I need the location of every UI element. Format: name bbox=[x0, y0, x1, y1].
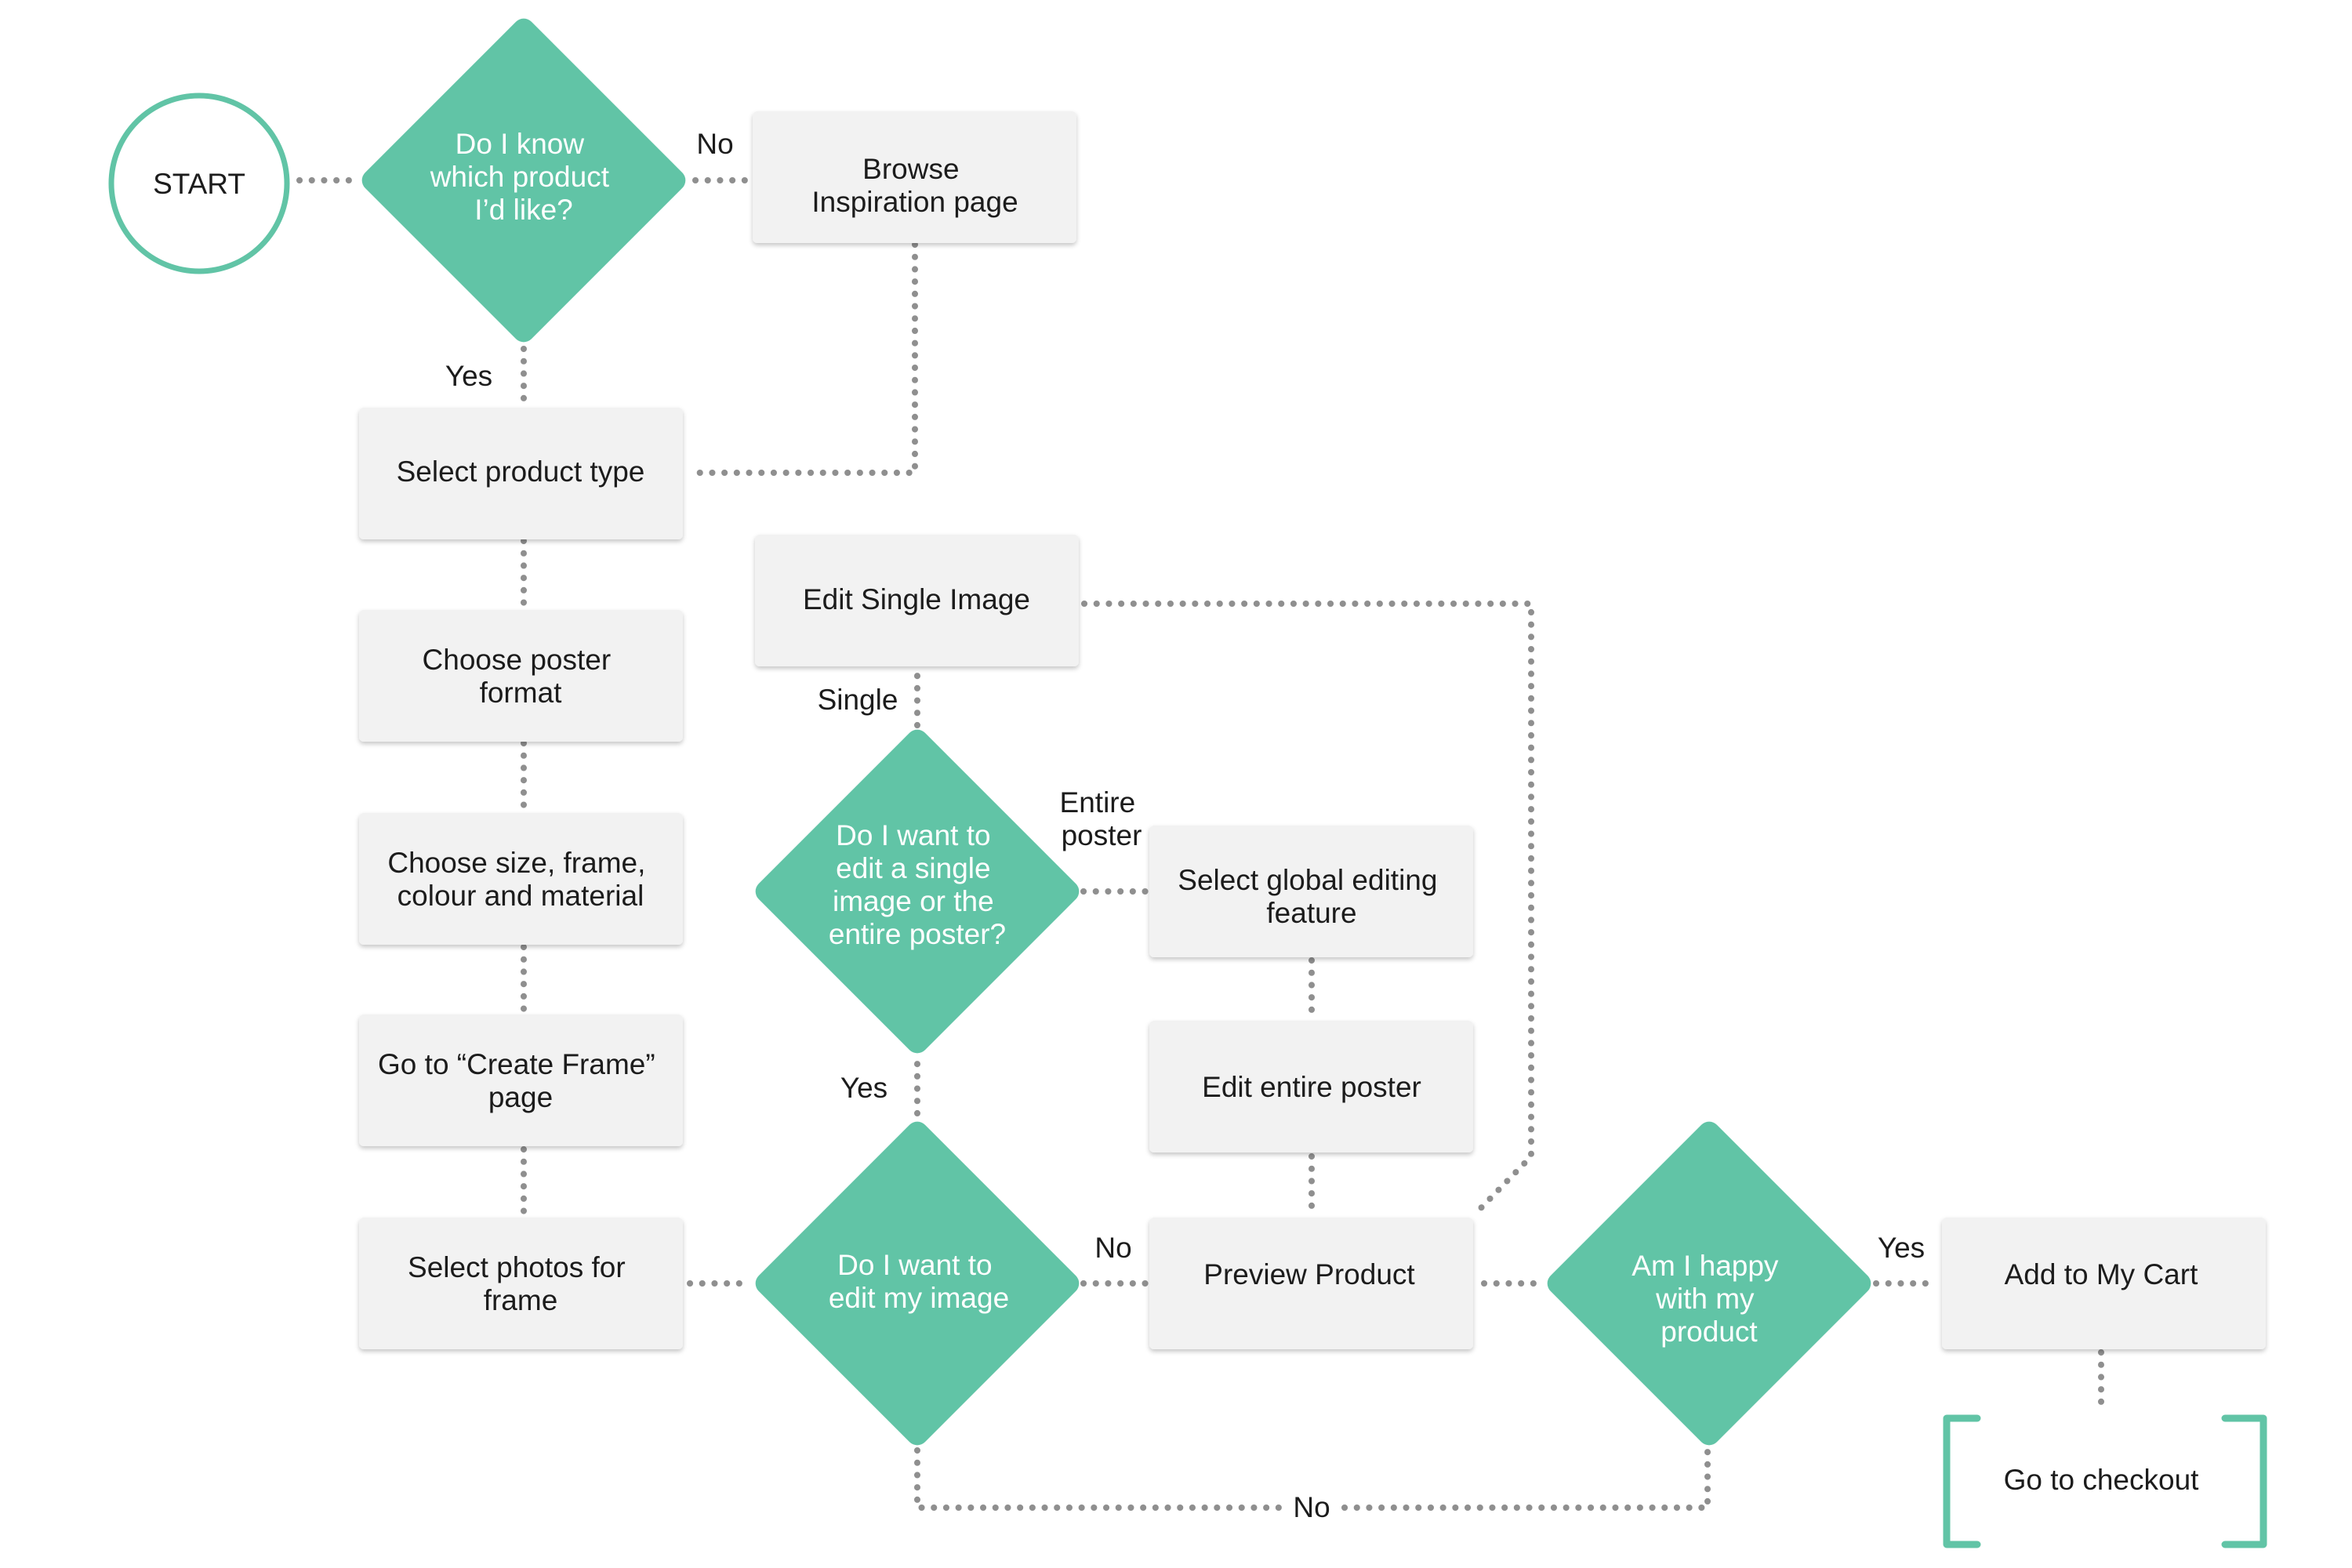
box-select-global-editing-text: Select global editing feature bbox=[1178, 864, 1445, 929]
edge-label-single: Single bbox=[818, 684, 898, 716]
box-add-to-cart-line-1: Add to My Cart bbox=[2005, 1258, 2198, 1290]
diamond-single-or-entire-line-3: image or the bbox=[833, 885, 994, 917]
box-choose-poster-format-line-1: Choose poster bbox=[423, 644, 612, 676]
box-go-to-create-frame-text: Go to “Create Frame” page bbox=[378, 1048, 663, 1113]
edge-label-entire-poster-line-2: poster bbox=[1062, 819, 1142, 851]
box-edit-single-image: Edit Single Image bbox=[755, 535, 1079, 666]
diamond-single-or-entire: Do I want to edit a single image or the … bbox=[755, 729, 1080, 1054]
diamond-single-or-entire-shape bbox=[755, 729, 1080, 1054]
edge-label-no-browse: No bbox=[696, 128, 733, 160]
diamond-single-or-entire-text: Do I want to edit a single image or the … bbox=[829, 819, 1006, 950]
box-go-to-create-frame-line-1: Go to “Create Frame” bbox=[378, 1048, 655, 1080]
start-label: START bbox=[153, 168, 245, 200]
edge-label-entire-poster-line-1: Entire bbox=[1060, 786, 1136, 818]
box-edit-entire-poster-line-1: Edit entire poster bbox=[1202, 1071, 1421, 1103]
diamond-know-product: Do I know which product I’d like? bbox=[361, 18, 686, 343]
box-preview-product-line-1: Preview Product bbox=[1203, 1258, 1415, 1290]
diamond-single-or-entire-line-2: edit a single bbox=[836, 852, 990, 884]
connector-diamond-edit-loop-left bbox=[914, 1447, 1283, 1511]
edge-labels: No Yes Single Entire poster Yes No Yes N… bbox=[445, 128, 1925, 1523]
diamond-edit-image-line-1: Do I want to bbox=[837, 1249, 992, 1281]
diamond-know-product-text: Do I know which product I’d like? bbox=[430, 128, 618, 226]
box-choose-size-frame-text: Choose size, frame, colour and material bbox=[387, 847, 653, 912]
box-go-to-create-frame-line-2: page bbox=[488, 1081, 553, 1113]
box-select-product-type: Select product type bbox=[359, 408, 683, 539]
connectors bbox=[296, 177, 2104, 1511]
connector-edit-single-to-preview bbox=[1081, 601, 1534, 1218]
diamond-know-product-shape bbox=[361, 18, 686, 343]
box-add-to-cart: Add to My Cart bbox=[1942, 1218, 2266, 1349]
box-browse-inspiration-line-2: Inspiration page bbox=[811, 186, 1018, 218]
box-choose-poster-format: Choose poster format bbox=[359, 610, 683, 742]
edge-label-entire-poster: Entire poster bbox=[1060, 786, 1144, 851]
box-go-to-create-frame: Go to “Create Frame” page bbox=[359, 1014, 683, 1146]
diamond-edit-image-shape bbox=[755, 1121, 1080, 1446]
box-browse-inspiration-text: Browse Inspiration page bbox=[811, 153, 1018, 218]
box-edit-single-image-text: Edit Single Image bbox=[803, 583, 1030, 615]
edge-label-yes-cart: Yes bbox=[1878, 1232, 1925, 1264]
diamond-know-product-line-1: Do I know bbox=[456, 128, 585, 160]
box-choose-size-frame-line-2: colour and material bbox=[397, 880, 644, 912]
diamond-single-or-entire-line-4: entire poster? bbox=[829, 918, 1006, 950]
checkout-bracket-left bbox=[1943, 1414, 1981, 1548]
box-choose-size-frame-line-1: Choose size, frame, bbox=[387, 847, 645, 879]
diamond-happy-product-shape bbox=[1547, 1121, 1871, 1446]
box-choose-poster-format-line-2: format bbox=[480, 677, 563, 709]
start-circle bbox=[108, 93, 290, 274]
box-browse-inspiration: Browse Inspiration page bbox=[753, 111, 1076, 243]
box-select-photos-line-1: Select photos for bbox=[408, 1251, 626, 1283]
box-select-photos-line-2: frame bbox=[484, 1284, 558, 1316]
start-node: START bbox=[108, 93, 290, 274]
diamond-happy-product-line-3: product bbox=[1661, 1316, 1758, 1348]
edge-label-no-loop: No bbox=[1293, 1491, 1330, 1523]
diamond-happy-product: Am I happy with my product bbox=[1547, 1121, 1871, 1446]
edge-label-yes-select: Yes bbox=[445, 360, 492, 392]
box-select-global-editing-line-2: feature bbox=[1266, 897, 1356, 929]
box-select-global-editing: Select global editing feature bbox=[1149, 826, 1473, 957]
box-edit-single-image-line-1: Edit Single Image bbox=[803, 583, 1030, 615]
box-preview-product: Preview Product bbox=[1149, 1218, 1473, 1349]
connector-browse-to-select-type bbox=[685, 241, 918, 476]
checkout-bracket-right bbox=[2221, 1414, 2267, 1548]
box-select-product-type-line-1: Select product type bbox=[397, 456, 645, 488]
diamond-happy-product-line-2: with my bbox=[1655, 1283, 1755, 1315]
box-select-product-type-text: Select product type bbox=[397, 456, 645, 488]
diamond-single-or-entire-line-1: Do I want to bbox=[836, 819, 990, 851]
diamond-happy-product-text: Am I happy with my product bbox=[1632, 1250, 1786, 1348]
diamond-know-product-line-3: I’d like? bbox=[474, 194, 572, 226]
box-browse-inspiration-line-1: Browse bbox=[862, 153, 959, 185]
box-edit-entire-poster-text: Edit entire poster bbox=[1202, 1071, 1421, 1103]
diamond-know-product-line-2: which product bbox=[430, 161, 610, 193]
edge-label-no-preview: No bbox=[1094, 1232, 1131, 1264]
box-choose-poster-format-text: Choose poster format bbox=[423, 644, 619, 709]
connector-diamond-happy-loop-right bbox=[1341, 1447, 1711, 1511]
diamond-edit-image-text: Do I want to edit my image bbox=[829, 1249, 1009, 1314]
box-select-global-editing-line-1: Select global editing bbox=[1178, 864, 1437, 896]
box-preview-product-text: Preview Product bbox=[1203, 1258, 1415, 1290]
box-go-to-checkout-text: Go to checkout bbox=[2004, 1464, 2200, 1496]
box-go-to-checkout-line-1: Go to checkout bbox=[2004, 1464, 2200, 1496]
box-select-photos: Select photos for frame bbox=[359, 1218, 683, 1349]
box-choose-size-frame: Choose size, frame, colour and material bbox=[359, 813, 683, 945]
box-select-photos-text: Select photos for frame bbox=[408, 1251, 633, 1316]
diamond-edit-image: Do I want to edit my image bbox=[755, 1121, 1080, 1446]
box-edit-entire-poster: Edit entire poster bbox=[1149, 1021, 1473, 1152]
diamond-edit-image-line-2: edit my image bbox=[829, 1282, 1009, 1314]
terminal-go-to-checkout: Go to checkout bbox=[1943, 1414, 2267, 1548]
diamond-happy-product-line-1: Am I happy bbox=[1632, 1250, 1779, 1282]
edge-label-yes-edit: Yes bbox=[840, 1072, 887, 1104]
box-add-to-cart-text: Add to My Cart bbox=[2005, 1258, 2198, 1290]
